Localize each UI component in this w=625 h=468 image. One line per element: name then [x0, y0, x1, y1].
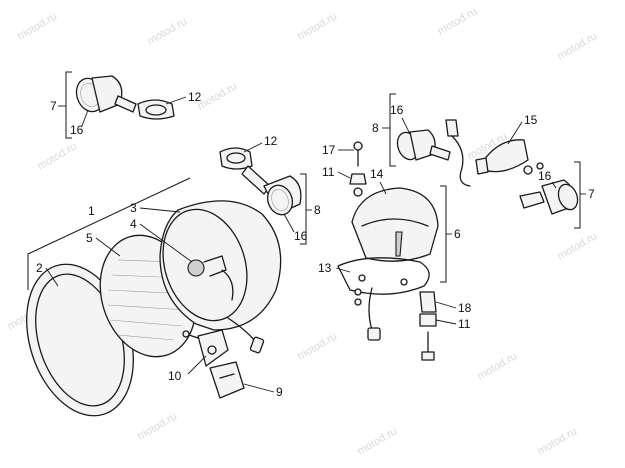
bracket-1: [27, 177, 191, 290]
bracket-6: [440, 185, 447, 283]
callout-5: 5: [86, 231, 93, 245]
tail-light-assembly: [337, 141, 439, 361]
callout-16-mid: 16: [294, 229, 308, 243]
callout-18: 18: [458, 301, 472, 315]
callout-9: 9: [276, 385, 283, 399]
callout-10: 10: [168, 369, 182, 383]
callout-12-top: 12: [188, 90, 202, 104]
callout-15: 15: [524, 113, 538, 127]
turn-signal-middle: [219, 147, 302, 216]
watermark: motod.ru: [476, 350, 520, 382]
watermark: motod.ru: [16, 10, 60, 42]
bracket-7-left: [65, 71, 72, 139]
turn-signal-top-center: [396, 119, 471, 187]
watermark: motod.ru: [436, 5, 480, 37]
bracket-8-mid: [300, 173, 307, 245]
callout-13: 13: [318, 261, 332, 275]
turn-signal-15: [475, 139, 544, 175]
callout-16-topleft: 16: [70, 123, 84, 137]
watermark: motod.ru: [296, 10, 340, 42]
turn-signal-top-left: [75, 75, 175, 120]
callout-2: 2: [36, 261, 43, 275]
callout-8-top: 8: [372, 121, 379, 135]
headlight-assembly: [26, 200, 282, 417]
callout-17: 17: [322, 143, 336, 157]
callout-4: 4: [130, 217, 137, 231]
callout-7-right: 7: [588, 187, 595, 201]
watermark: motod.ru: [136, 410, 180, 442]
callout-6: 6: [454, 227, 461, 241]
watermark: motod.ru: [296, 330, 340, 362]
watermark: motod.ru: [536, 425, 580, 457]
watermark: motod.ru: [556, 230, 600, 262]
callout-11-bottom: 11: [458, 317, 471, 331]
bracket-8-top: [389, 93, 396, 167]
watermark: motod.ru: [556, 30, 600, 62]
callout-1: 1: [88, 204, 95, 218]
callout-8-mid: 8: [314, 203, 321, 217]
watermark: motod.ru: [196, 80, 240, 112]
watermark: motod.ru: [356, 425, 400, 457]
callout-7-left: 7: [50, 99, 57, 113]
callout-12-mid: 12: [264, 134, 278, 148]
callout-14: 14: [370, 167, 384, 181]
turn-signal-right: [519, 179, 579, 215]
watermark: motod.ru: [36, 140, 80, 172]
callout-16-right: 16: [538, 169, 552, 183]
callout-3: 3: [130, 201, 137, 215]
callout-16-top: 16: [390, 103, 404, 117]
bracket-7-right: [574, 161, 581, 229]
callout-11-top: 11: [322, 165, 335, 179]
watermark: motod.ru: [146, 15, 190, 47]
